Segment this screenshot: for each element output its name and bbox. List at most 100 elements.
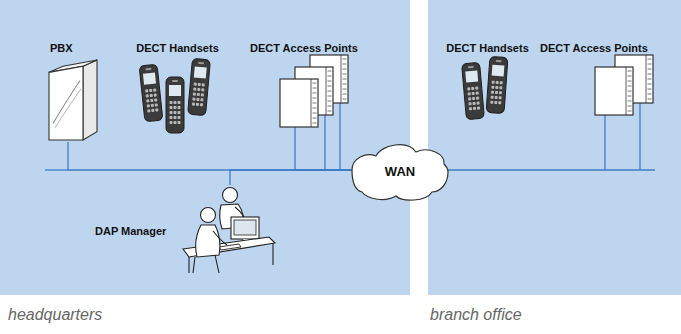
graphic-part xyxy=(196,225,220,257)
graphic-part xyxy=(143,72,156,84)
graphic-part xyxy=(151,109,154,112)
graphic-part xyxy=(146,94,149,97)
site-caption: branch office xyxy=(430,305,522,324)
graphic-part xyxy=(495,91,498,94)
graphic-part xyxy=(200,98,203,101)
graphic-part xyxy=(139,64,163,122)
graphic-part xyxy=(201,208,216,223)
drop-line xyxy=(339,103,340,170)
pbx-icon xyxy=(43,58,103,142)
graphic-part xyxy=(628,91,632,92)
graphic-part xyxy=(150,94,153,97)
graphic-part xyxy=(154,98,157,101)
graphic-part xyxy=(197,88,200,91)
graphic-part xyxy=(313,93,317,94)
graphic-part xyxy=(188,257,189,273)
network-link xyxy=(295,127,352,170)
graphic-part xyxy=(178,106,181,109)
graphic-part xyxy=(313,98,317,99)
graphic-part xyxy=(193,255,219,273)
device-node: DECT Handsets xyxy=(440,40,535,135)
graphic-part xyxy=(200,103,203,106)
graphic-part xyxy=(628,81,632,82)
graphic-part xyxy=(178,101,181,104)
graphic-part xyxy=(499,91,502,94)
graphic-part xyxy=(496,60,502,62)
graphic-part xyxy=(213,231,227,245)
graphic-part xyxy=(174,111,177,114)
graphic-part xyxy=(174,106,177,109)
graphic-part xyxy=(146,99,149,102)
wan-node: WAN xyxy=(352,140,448,202)
graphic-part xyxy=(170,116,173,119)
graphic-part xyxy=(628,111,632,112)
graphic-part xyxy=(198,62,204,65)
graphic-part xyxy=(328,91,332,92)
graphic-part xyxy=(341,55,342,103)
network-link xyxy=(230,170,352,185)
graphic-part xyxy=(188,58,211,115)
graphic-part xyxy=(201,93,204,96)
network-link xyxy=(448,115,605,170)
node-label: DECT Handsets xyxy=(136,42,219,55)
network-bus xyxy=(45,103,655,170)
graphic-part xyxy=(328,101,332,102)
graphic-part xyxy=(170,111,173,114)
device-node: DECT Access Points xyxy=(250,40,362,127)
graphic-part xyxy=(476,92,479,95)
graphic-part xyxy=(477,106,480,109)
graphic-part xyxy=(192,97,195,100)
graphic-part xyxy=(174,116,177,119)
graphic-part xyxy=(196,98,199,101)
graphic-part xyxy=(491,91,494,94)
graphic-part xyxy=(174,121,177,124)
graphic-part xyxy=(272,243,273,265)
graphic-part xyxy=(492,65,505,77)
graphic-part xyxy=(151,104,154,107)
graphic-part xyxy=(313,118,317,119)
drop-line xyxy=(639,103,640,170)
graphic-part xyxy=(473,107,476,110)
graphic-part xyxy=(188,58,211,115)
graphic-part xyxy=(595,67,633,115)
device-node: DECT Handsets xyxy=(130,40,225,135)
graphic-part xyxy=(343,94,347,95)
graphic-part xyxy=(628,106,632,107)
graphic-part xyxy=(498,101,501,104)
graphic-part xyxy=(491,86,494,89)
bus-stub xyxy=(605,169,655,170)
graphic-part xyxy=(311,79,312,127)
graphic-part xyxy=(147,104,150,107)
graphic-part xyxy=(490,101,493,104)
graphic-part xyxy=(313,108,317,109)
graphic-part xyxy=(495,86,498,89)
graphic-part xyxy=(313,123,317,124)
graphic-part xyxy=(145,68,151,71)
graphic-part xyxy=(648,64,652,65)
graphic-part xyxy=(496,81,499,84)
graphic-part xyxy=(192,102,195,105)
graphic-part xyxy=(219,244,241,250)
graphic-part xyxy=(55,89,81,128)
graphic-part xyxy=(491,96,494,99)
graphic-part xyxy=(174,101,177,104)
graphic-part xyxy=(313,88,317,89)
graphic-part xyxy=(313,113,317,114)
handset-icons xyxy=(138,55,218,135)
graphic-part xyxy=(231,217,259,239)
graphic-part xyxy=(468,66,474,69)
node-label: WAN xyxy=(385,164,415,180)
graphic-part xyxy=(465,71,478,83)
graphic-part xyxy=(648,94,652,95)
graphic-part xyxy=(202,83,205,86)
site-panel: branch officeDECT HandsetsDECT Access Po… xyxy=(428,0,681,295)
graphic-part xyxy=(343,74,347,75)
graphic-part xyxy=(343,79,347,80)
bus-stub xyxy=(45,169,68,170)
site-caption: headquarters xyxy=(8,305,102,324)
graphic-part xyxy=(166,77,184,133)
graphic-part xyxy=(468,97,471,100)
graphic-part xyxy=(352,145,448,200)
handset-icons xyxy=(458,55,518,125)
graphic-part xyxy=(197,93,200,96)
